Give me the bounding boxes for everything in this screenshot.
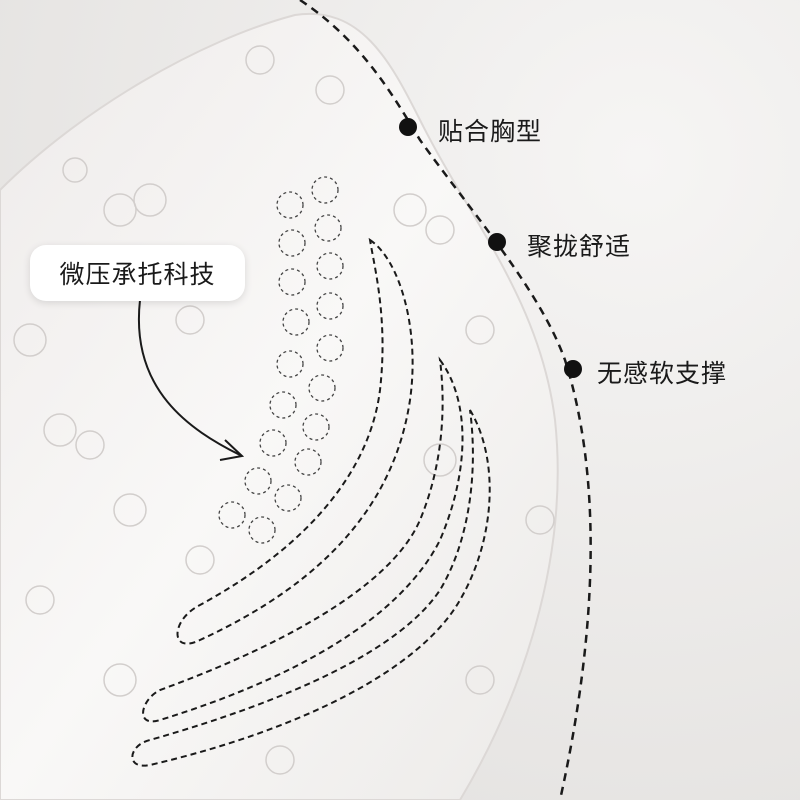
arrow-head-icon (219, 439, 245, 461)
micro-pressure-dots (218, 176, 344, 544)
feature-label-fit: 贴合胸型 (438, 117, 543, 146)
callout-badge: 微压承托科技 (30, 245, 245, 301)
feature-dot-1 (399, 118, 417, 136)
molecule-pattern (13, 45, 555, 775)
feature-label-support: 无感软支撑 (597, 359, 728, 388)
outline-dashed-curve (299, 0, 592, 800)
callout-arrow (137, 299, 241, 456)
feature-dot-3 (564, 360, 582, 378)
feature-dot-2 (488, 233, 506, 251)
support-channels (131, 237, 491, 767)
bra-pad (0, 12, 559, 800)
feature-label-gather: 聚拢舒适 (527, 232, 632, 261)
